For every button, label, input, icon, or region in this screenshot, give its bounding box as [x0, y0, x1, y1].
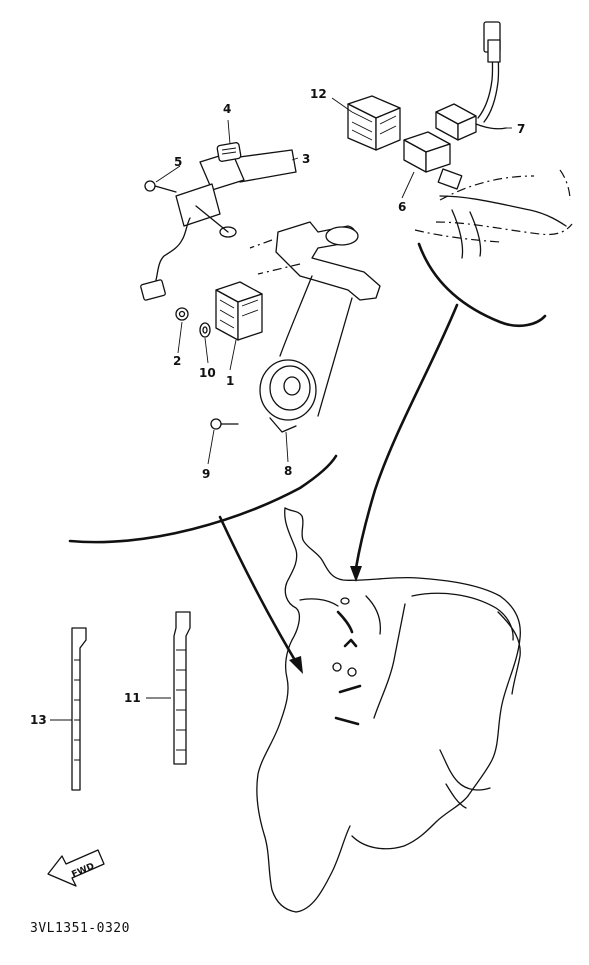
part-12-relay: [347, 95, 401, 151]
callout-6: 6: [398, 200, 406, 214]
part-5-bolt: [144, 180, 177, 193]
callout-11: 11: [124, 691, 141, 705]
part-1-regulator: [215, 281, 263, 341]
callout-5: 5: [174, 155, 182, 169]
rear-frame: [414, 168, 573, 259]
callout-12: 12: [310, 87, 327, 101]
callout-labels: 1 2 3 4 5 6 7 8 9 10 11 12 13: [30, 87, 525, 727]
part-8-horn: [259, 359, 317, 433]
callout-4: 4: [223, 102, 231, 116]
callout-13: 13: [30, 713, 47, 727]
part-2-bolt: [175, 307, 189, 321]
callout-10: 10: [199, 366, 216, 380]
part-7-harness: [435, 21, 507, 141]
part-3-main-switch: [140, 149, 297, 301]
callout-8: 8: [284, 464, 292, 478]
fwd-arrow: FWD: [47, 849, 105, 887]
callout-1: 1: [226, 374, 234, 388]
part-10-washer: [199, 322, 211, 338]
callout-3: 3: [302, 152, 310, 166]
part-11-band: [173, 611, 191, 765]
part-9-screw: [210, 418, 239, 430]
mounted-parts: [332, 597, 362, 726]
part-13-band: [71, 627, 87, 791]
callout-7: 7: [517, 122, 525, 136]
leader-arrows: [218, 303, 459, 674]
callout-leaders: [50, 97, 512, 721]
part-6-cover: [403, 131, 451, 173]
drawing-code: 3VL1351-0320: [30, 921, 130, 936]
callout-2: 2: [173, 354, 181, 368]
callout-9: 9: [202, 467, 210, 481]
bracket: [249, 221, 381, 417]
scooter-outline: [256, 507, 521, 913]
part-4-key: [216, 142, 242, 162]
frame-curves: [68, 242, 547, 544]
